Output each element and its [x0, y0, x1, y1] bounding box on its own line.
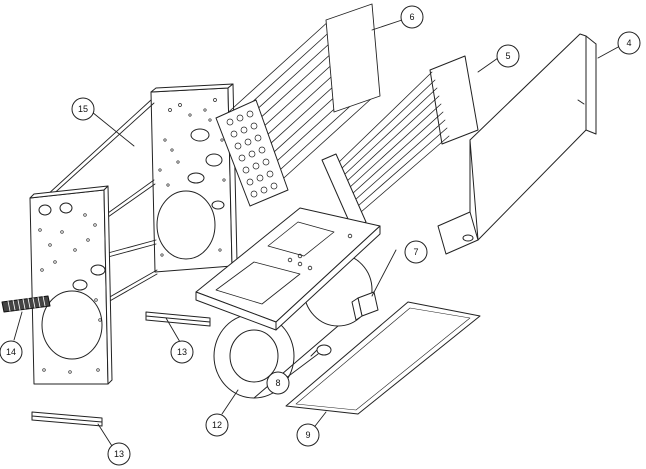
- callout-label: 14: [6, 347, 16, 357]
- tie-rods: [45, 99, 158, 303]
- callout-label: 13: [114, 449, 124, 459]
- callout-label: 5: [505, 51, 510, 61]
- support-strip-lower: [31, 411, 103, 427]
- callout-9: 9: [296, 423, 320, 447]
- support-strip-upper: [145, 311, 211, 327]
- callout-label: 13: [177, 347, 187, 357]
- callout-12: 12: [205, 413, 229, 437]
- callout-label: 8: [275, 378, 280, 388]
- callout-label: 9: [305, 430, 310, 440]
- capacitor: [310, 344, 332, 357]
- callout-8: 8: [266, 371, 290, 395]
- second-coil: [321, 55, 479, 229]
- filter-plate: [285, 301, 481, 415]
- front-side-panel: [29, 185, 113, 385]
- motor-bracket: [351, 291, 379, 321]
- callout-label: 12: [212, 420, 222, 430]
- rear-side-panel: [150, 83, 238, 273]
- callout-13-upper: 13: [170, 340, 194, 364]
- leader-lines: [13, 19, 621, 447]
- heater-element: [1, 295, 51, 313]
- callout-6: 6: [400, 5, 424, 29]
- callout-14: 14: [0, 340, 23, 364]
- callout-label: 6: [409, 12, 414, 22]
- callout-15: 15: [71, 97, 95, 121]
- blower-assembly: [195, 207, 381, 399]
- callout-label: 7: [413, 247, 418, 257]
- callout-13-lower: 13: [107, 442, 131, 466]
- callout-label: 15: [78, 104, 88, 114]
- callout-5: 5: [496, 44, 520, 68]
- callout-7: 7: [404, 240, 428, 264]
- rear-casing: [437, 33, 597, 255]
- main-coil: [215, 3, 381, 207]
- callout-label: 4: [626, 38, 631, 48]
- callout-4: 4: [617, 31, 641, 55]
